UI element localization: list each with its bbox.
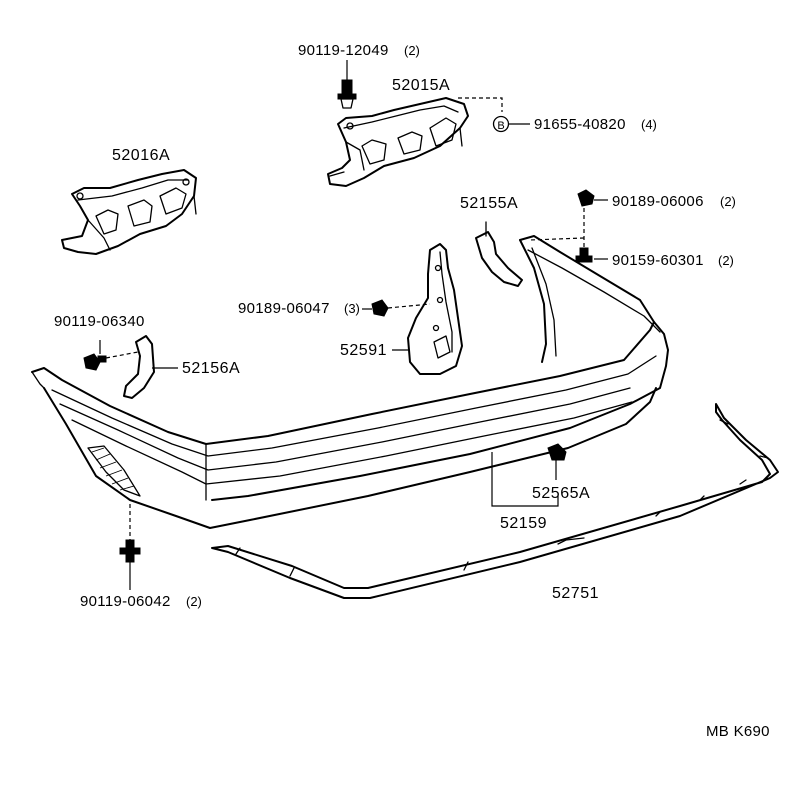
svg-text:(4): (4) <box>641 117 657 132</box>
footer-code: MB K690 <box>706 723 770 740</box>
bumper-cover-52159 <box>31 235 669 529</box>
molding-52751 <box>211 403 779 599</box>
retainer-52015A <box>327 97 503 187</box>
label-90119-06340: 90119-06340 <box>54 313 145 330</box>
bolt-90119-06042 <box>119 504 141 590</box>
label-90119-06042: 90119-06042 (2) <box>80 593 202 610</box>
svg-text:52159: 52159 <box>500 515 547 532</box>
label-52016A: 52016A <box>112 147 170 164</box>
leader-52159 <box>491 452 559 507</box>
label-52565A: 52565A <box>532 485 590 502</box>
label-90159-60301: 90159-60301 (2) <box>612 252 734 269</box>
label-52751: 52751 <box>552 585 599 602</box>
label-90189-06006: 90189-06006 (2) <box>612 193 736 210</box>
svg-text:90119-06042: 90119-06042 <box>80 593 171 610</box>
svg-text:52156A: 52156A <box>182 360 240 377</box>
retainer-52016A <box>61 169 197 255</box>
svg-text:(2): (2) <box>720 194 736 209</box>
marker-91655-40820: B <box>492 115 530 133</box>
label-52159: 52159 <box>500 515 547 532</box>
label-91655-40820: 91655-40820 (4) <box>534 116 657 133</box>
label-90119-12049: 90119-12049 (2) <box>298 42 420 59</box>
svg-text:(2): (2) <box>186 594 202 609</box>
bolt-90119-12049 <box>337 60 357 109</box>
svg-text:52751: 52751 <box>552 585 599 602</box>
nut-52565A <box>547 443 567 480</box>
svg-text:52155A: 52155A <box>460 195 518 212</box>
svg-text:(3): (3) <box>344 301 360 316</box>
label-52015A: 52015A <box>392 77 450 94</box>
clip-90189-06047 <box>371 299 431 317</box>
svg-text:90119-06340: 90119-06340 <box>54 313 145 330</box>
bolt-90119-06340 <box>83 340 139 371</box>
bracket-52156A <box>123 335 178 399</box>
svg-text:52591: 52591 <box>340 342 387 359</box>
label-52156A: 52156A <box>182 360 240 377</box>
svg-text:90159-60301: 90159-60301 <box>612 252 704 269</box>
stay-52591 <box>407 243 463 375</box>
label-52155A: 52155A <box>460 195 518 212</box>
label-90189-06047: 90189-06047 (3) <box>238 300 372 317</box>
svg-text:52016A: 52016A <box>112 147 170 164</box>
svg-text:52565A: 52565A <box>532 485 590 502</box>
clip-90189-06006 <box>577 189 608 248</box>
svg-text:90189-06047: 90189-06047 <box>238 300 330 317</box>
svg-text:90189-06006: 90189-06006 <box>612 193 704 210</box>
svg-text:90119-12049: 90119-12049 <box>298 42 389 59</box>
svg-text:(2): (2) <box>718 253 734 268</box>
svg-text:(2): (2) <box>404 43 420 58</box>
svg-text:MB K690: MB K690 <box>706 723 770 740</box>
svg-text:B: B <box>497 120 504 132</box>
svg-text:52015A: 52015A <box>392 77 450 94</box>
bracket-52155A <box>475 221 523 287</box>
svg-text:91655-40820: 91655-40820 <box>534 116 626 133</box>
label-52591: 52591 <box>340 342 410 359</box>
